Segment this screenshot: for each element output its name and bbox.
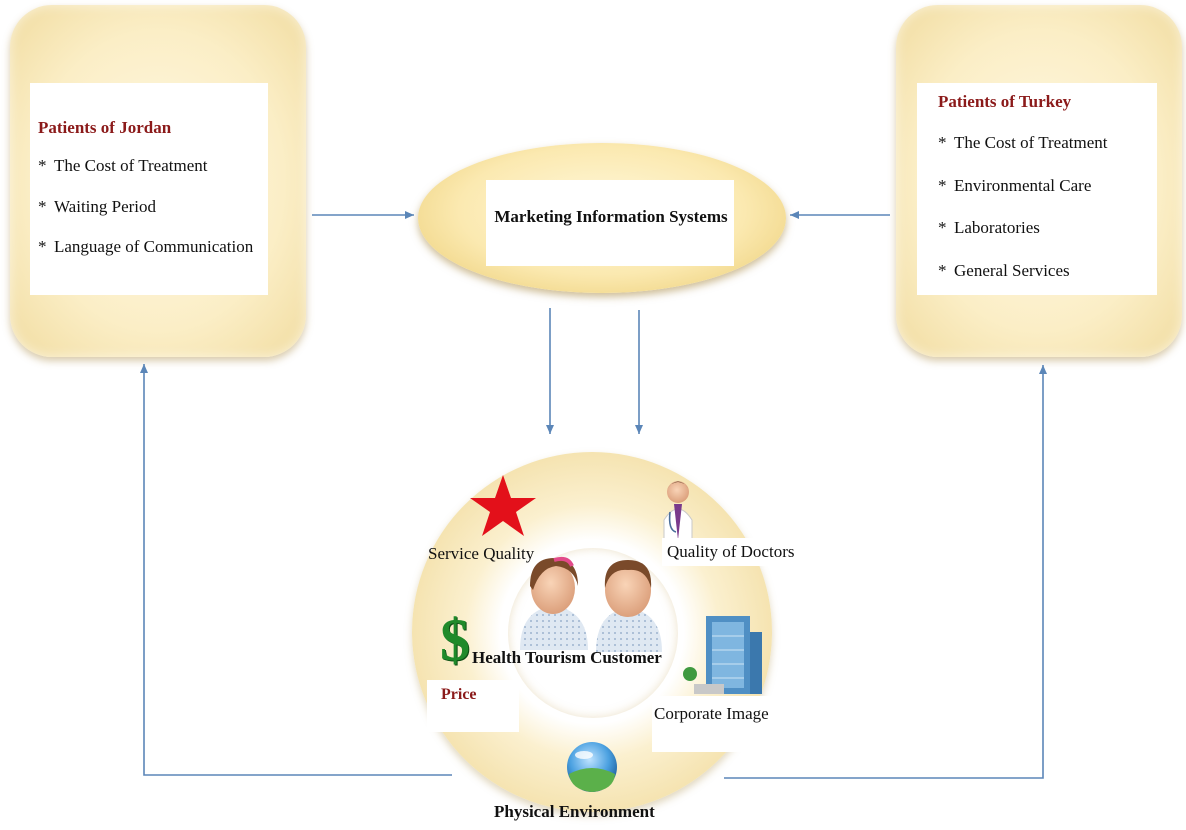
star-icon [470,475,536,536]
bullet: * [38,197,47,216]
globe-icon [567,742,617,792]
bullet: * [938,176,947,195]
jordan-item: * The Cost of Treatment [38,156,207,176]
jordan-item-label: Waiting Period [54,197,157,216]
turkey-item: * The Cost of Treatment [938,133,1107,153]
price-bg [427,680,519,732]
building-icon [683,616,762,694]
bullet: * [938,218,947,237]
dollar-icon: $ [440,607,470,673]
jordan-item: * Waiting Period [38,197,156,217]
service-quality-label: Service Quality [428,544,535,563]
jordan-item-label: Language of Communication [54,237,254,256]
male-patient-icon [596,560,662,652]
mis-textbox [486,180,734,266]
arrow-customer-to-jordan [140,364,452,776]
bullet: * [38,156,47,175]
bullet: * [38,237,47,256]
female-patient-icon [520,556,588,650]
turkey-textbox [917,83,1157,295]
jordan-item: * Language of Communication [38,237,253,257]
jordan-textbox [30,83,268,295]
price-label: Price [441,686,477,703]
quality-of-doctors-label: Quality of Doctors [667,542,795,561]
quality-of-doctors-bg [662,538,812,566]
turkey-item: * Environmental Care [938,176,1091,196]
turkey-title: Patients of Turkey [938,92,1072,111]
turkey-item-label: The Cost of Treatment [954,133,1108,152]
mis-label: Marketing Information Systems [494,207,728,226]
jordan-title: Patients of Jordan [38,118,172,137]
arrow-customer-to-turkey [724,365,1047,779]
jordan-item-label: The Cost of Treatment [54,156,208,175]
bullet: * [938,261,947,280]
corporate-image-label: Corporate Image [654,704,769,723]
turkey-item-label: Environmental Care [954,176,1092,195]
turkey-item: * General Services [938,261,1070,281]
health-tourism-customer-label: Health Tourism Customer [472,648,662,667]
corporate-image-bg [652,696,786,752]
turkey-item: * Laboratories [938,218,1040,238]
turkey-item-label: Laboratories [954,218,1040,237]
turkey-item-label: General Services [954,261,1070,280]
physical-environment-label: Physical Environment [494,802,655,821]
bullet: * [938,133,947,152]
